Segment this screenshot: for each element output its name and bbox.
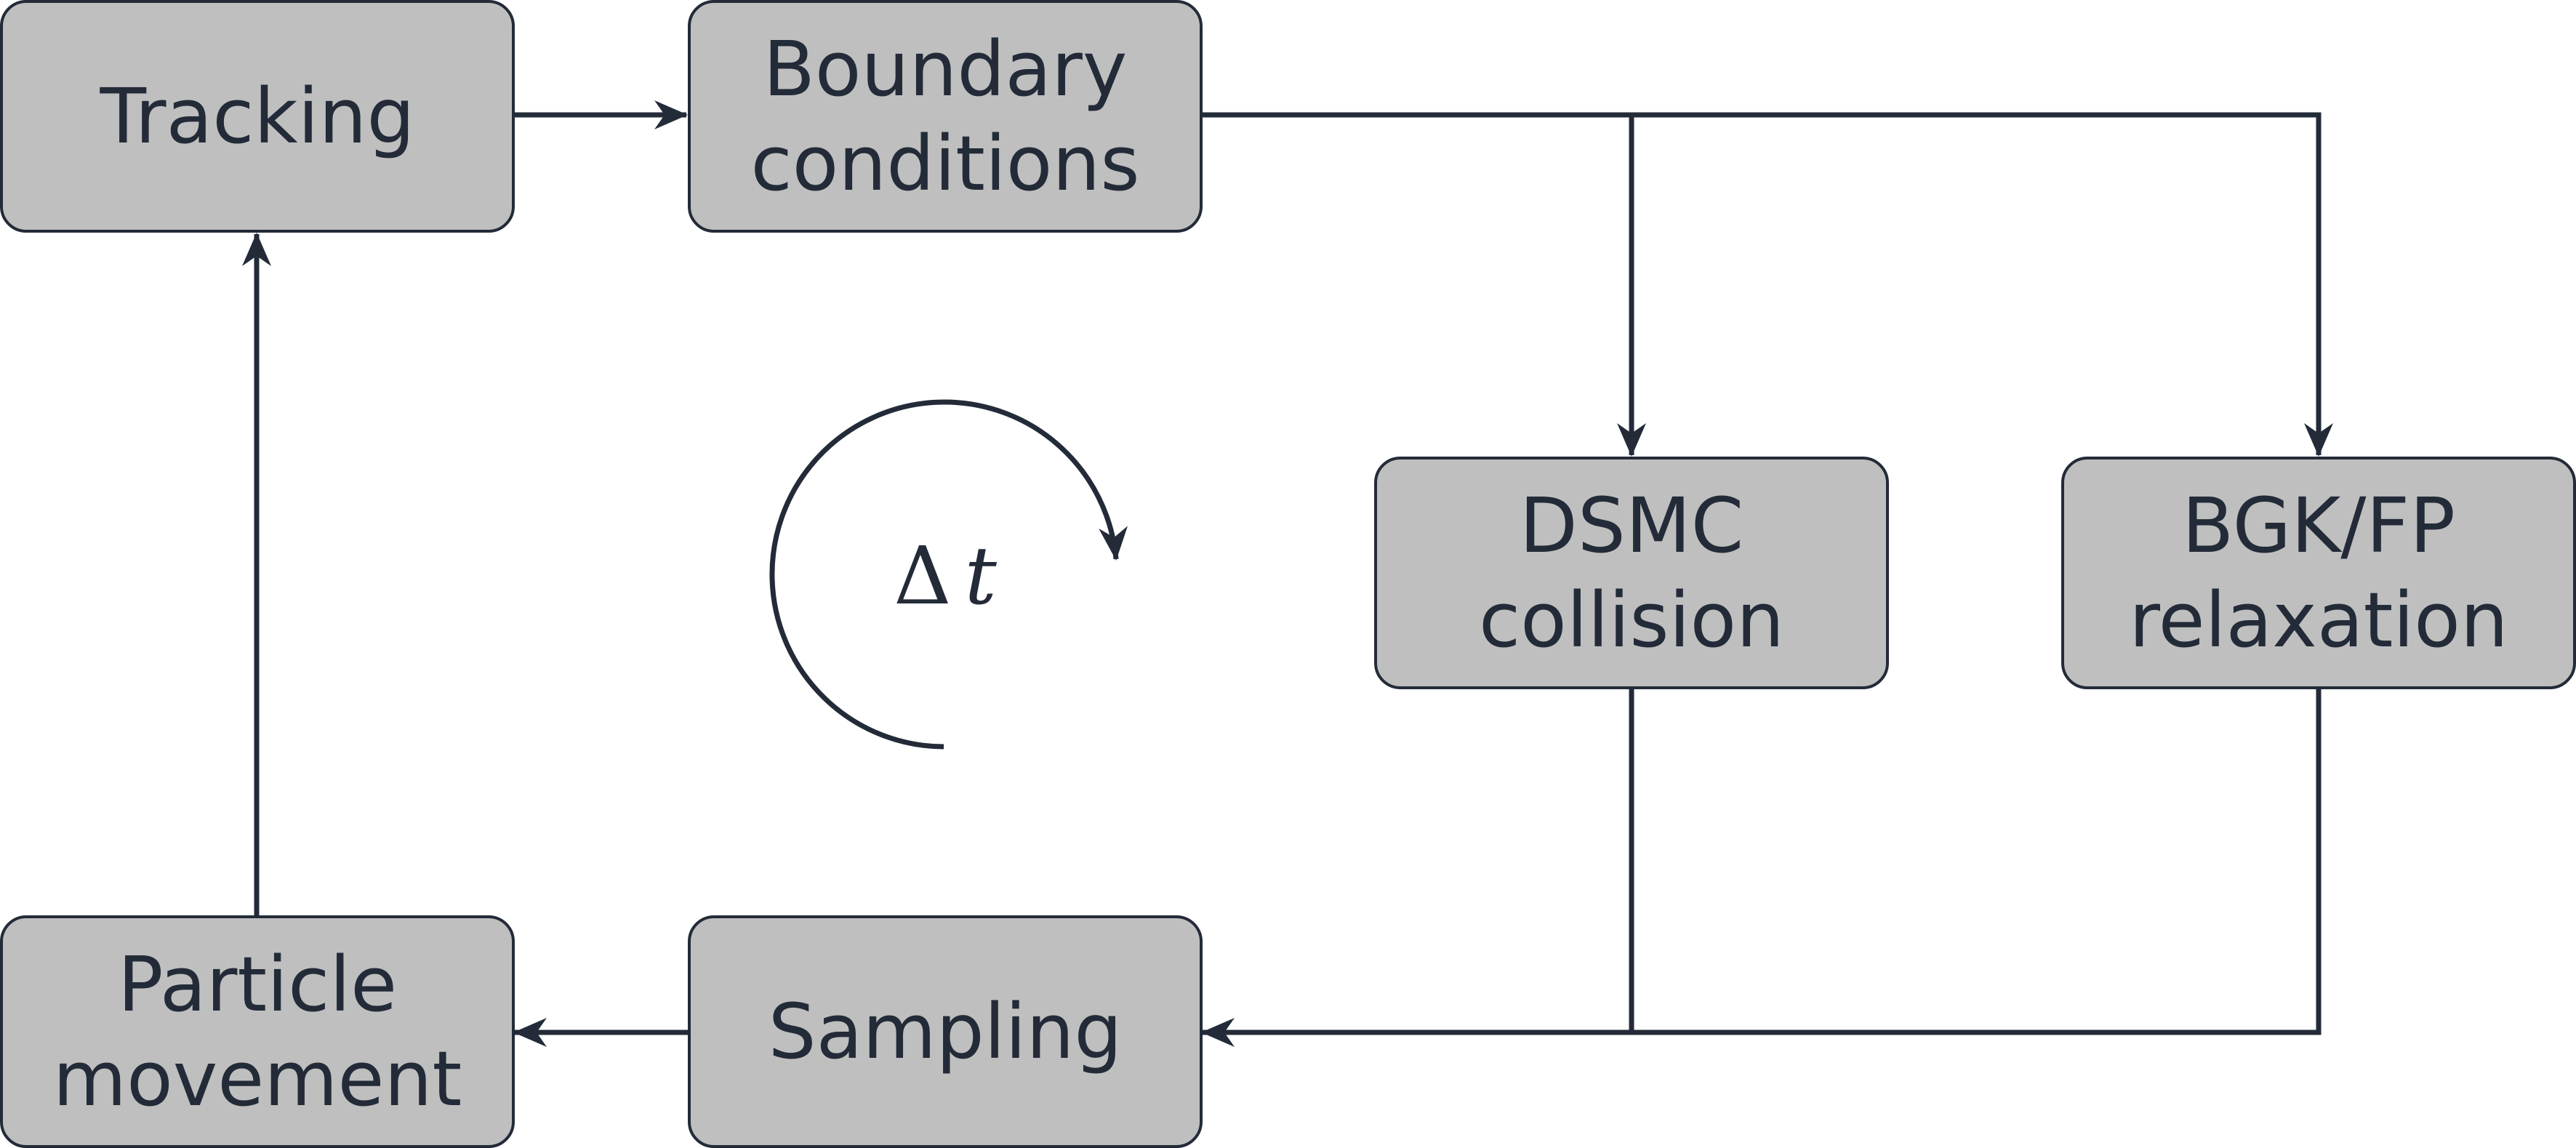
sampling-box: Sampling [688, 915, 1203, 1148]
dsmc-collision-label-line2: collision [1478, 576, 1785, 665]
bgk-fp-relaxation-label-line2: relaxation [2129, 576, 2508, 665]
particle-movement-box: Particle movement [0, 915, 515, 1148]
arrow-boundary-to-dsmc [1201, 112, 1646, 457]
boundary-conditions-box: Boundary conditions [688, 0, 1203, 233]
timestep-cycle-arc [769, 399, 1128, 750]
particle-movement-label-line2: movement [52, 1035, 462, 1123]
dsmc-collision-label-line1: DSMC [1519, 481, 1744, 570]
delta-symbol: Δ [894, 529, 952, 622]
bgk-fp-relaxation-box: BGK/FP relaxation [2061, 457, 2576, 689]
dsmc-collision-box: DSMC collision [1374, 457, 1889, 689]
line-bgk-to-sampling [1632, 688, 2322, 1035]
time-variable: t [964, 529, 997, 622]
bgk-fp-relaxation-label-line1: BGK/FP [2182, 481, 2455, 570]
arrow-dsmc-to-sampling [1201, 688, 1634, 1047]
boundary-conditions-label-line2: conditions [750, 119, 1140, 208]
tracking-label: Tracking [100, 72, 415, 161]
sampling-label: Sampling [768, 987, 1123, 1076]
particle-movement-label-line1: Particle [117, 940, 398, 1029]
tracking-box: Tracking [0, 0, 515, 233]
boundary-conditions-label-line1: Boundary [763, 25, 1128, 113]
arrow-boundary-to-bgk [1632, 112, 2333, 457]
